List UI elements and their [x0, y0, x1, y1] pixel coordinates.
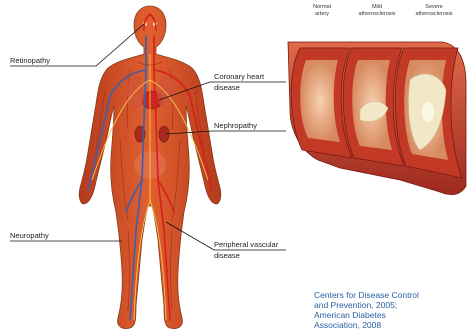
artery-panel	[288, 42, 466, 194]
citation-line-3: American Diabetes	[314, 310, 471, 320]
neuropathy-text: Neuropathy	[10, 231, 49, 240]
label-retinopathy: Retinopathy	[10, 56, 50, 65]
label-coronary-heart-disease: Coronary heart disease	[214, 72, 264, 92]
lung-left	[127, 76, 145, 108]
citation: Centers for Disease Control and Preventi…	[314, 290, 471, 330]
coronary-line-1: Coronary heart	[214, 72, 264, 81]
coronary-line-2: disease	[214, 83, 264, 92]
lung-right	[157, 76, 175, 108]
peripheral-line-1: Peripheral vascular	[214, 240, 278, 249]
header-mild-line-2: atherosclerosis	[349, 11, 405, 18]
header-normal-line-2: artery	[294, 11, 350, 18]
nephropathy-text: Nephropathy	[214, 121, 257, 130]
citation-line-4: Association, 2008	[314, 320, 471, 330]
header-severe-line-2: atherosclerosis	[406, 11, 462, 18]
peripheral-line-2: disease	[214, 251, 278, 260]
header-severe-atherosclerosis: Severe atherosclerosis	[406, 4, 462, 17]
anatomy-figure	[79, 6, 221, 329]
label-neuropathy: Neuropathy	[10, 231, 49, 240]
label-peripheral-vascular-disease: Peripheral vascular disease	[214, 240, 278, 260]
label-nephropathy: Nephropathy	[214, 121, 257, 130]
citation-line-1: Centers for Disease Control	[314, 290, 471, 300]
retinopathy-text: Retinopathy	[10, 56, 50, 65]
header-normal-artery: Normal artery	[294, 4, 350, 17]
citation-line-2: and Prevention, 2005;	[314, 300, 471, 310]
header-mild-atherosclerosis: Mild atherosclerosis	[349, 4, 405, 17]
